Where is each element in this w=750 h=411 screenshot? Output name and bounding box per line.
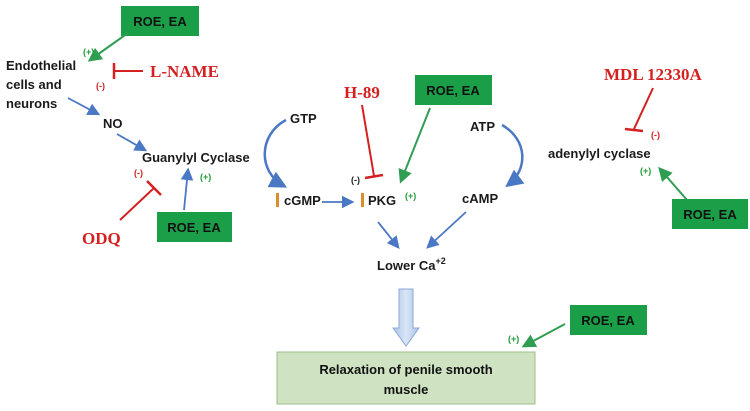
sign-minus-h89: (-) xyxy=(351,175,360,185)
arrow-endothelial-to-no xyxy=(67,97,101,116)
roe-box-top: ROE, EA xyxy=(121,6,199,36)
sign-minus-odq: (-) xyxy=(134,168,143,178)
inhibit-bar-mdl xyxy=(624,127,644,133)
arrow-atp-to-camp xyxy=(501,123,525,188)
roe-box-guanylyl: ROE, EA xyxy=(157,212,232,242)
no-label: NO xyxy=(103,116,123,131)
result-line-1: Relaxation of penile smooth xyxy=(319,362,492,377)
camp-label: cAMP xyxy=(462,191,498,206)
sign-plus-endothelial: (+) xyxy=(83,47,94,57)
arrow-no-to-guanylyl xyxy=(116,133,148,152)
sign-plus-relax: (+) xyxy=(508,334,519,344)
roe-box-guanylyl-label: ROE, EA xyxy=(167,220,221,235)
sign-plus-adenylyl: (+) xyxy=(640,166,651,176)
arrow-roe-to-relax xyxy=(521,323,566,348)
sign-minus-lname: (-) xyxy=(96,81,105,91)
result-box: Relaxation of penile smooth muscle xyxy=(276,351,536,405)
roe-box-adenylyl: ROE, EA xyxy=(672,199,748,229)
arrow-gtp-to-cgmp xyxy=(263,118,288,188)
sign-plus-guanylyl: (+) xyxy=(200,172,211,182)
inhibitor-mdl: MDL 12330A xyxy=(604,65,702,84)
roe-box-adenylyl-label: ROE, EA xyxy=(683,207,737,222)
inhibit-line-odq xyxy=(119,187,155,221)
inhibit-bar-h89 xyxy=(364,173,384,180)
roe-box-top-label: ROE, EA xyxy=(133,14,187,29)
roe-box-pkg: ROE, EA xyxy=(415,75,492,105)
inhibitor-odq: ODQ xyxy=(82,229,121,248)
inhibit-bar-odq xyxy=(146,180,162,196)
adenylyl-cyclase-label: adenylyl cyclase xyxy=(548,146,651,161)
endothelial-label-3: neurons xyxy=(6,96,57,111)
result-line-2: muscle xyxy=(384,382,429,397)
inhibit-line-h89 xyxy=(361,104,375,177)
gtp-label: GTP xyxy=(290,111,317,126)
roe-box-relax: ROE, EA xyxy=(570,305,647,335)
arrow-pkg-to-lowerca xyxy=(377,221,400,249)
cgmp-label: cGMP xyxy=(284,193,321,208)
arrow-roe-to-adenylyl xyxy=(658,166,688,201)
inhibitor-h89: H-89 xyxy=(344,83,380,102)
sign-plus-pkg: (+) xyxy=(405,191,416,201)
guanylyl-cyclase-label: Guanylyl Cyclase xyxy=(142,150,250,165)
sign-minus-mdl: (-) xyxy=(651,130,660,140)
inhibitor-lname: L-NAME xyxy=(150,62,219,81)
pkg-marker xyxy=(361,193,364,207)
arrow-roe-to-pkg xyxy=(398,107,431,184)
pkg-label: PKG xyxy=(368,193,396,208)
arrow-roe-to-guanylyl xyxy=(180,167,194,211)
big-down-arrow xyxy=(392,288,420,347)
lower-ca-label: Lower Ca+2 xyxy=(377,256,446,273)
roe-box-pkg-label: ROE, EA xyxy=(426,83,480,98)
inhibit-line-mdl xyxy=(633,87,654,130)
endothelial-label-2: cells and xyxy=(6,77,62,92)
endothelial-label-1: Endothelial xyxy=(6,58,76,73)
cgmp-marker xyxy=(276,193,279,207)
roe-box-relax-label: ROE, EA xyxy=(581,313,635,328)
arrow-camp-to-lowerca xyxy=(426,211,467,249)
atp-label: ATP xyxy=(470,119,495,134)
arrow-roe-to-endothelial xyxy=(87,32,129,62)
